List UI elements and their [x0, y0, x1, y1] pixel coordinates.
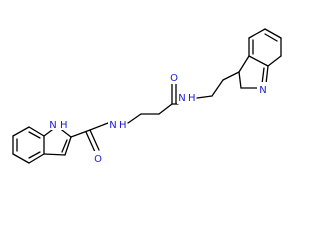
molecule-diagram: N H O N H O N H	[12, 28, 282, 165]
amide-o-atom-right: O	[170, 73, 178, 84]
bond	[85, 131, 96, 153]
bond	[64, 136, 72, 156]
bond	[127, 113, 142, 124]
structure-canvas: N H O N H O N H	[12, 28, 282, 165]
bond	[61, 139, 68, 153]
ethyl-chain	[196, 71, 240, 99]
bond	[89, 122, 109, 131]
bond	[28, 151, 41, 159]
amide-n-atom-left: N	[109, 120, 116, 131]
amide-h-atom-left: H	[119, 120, 127, 131]
bond	[211, 79, 224, 97]
bond	[12, 126, 30, 137]
bond	[28, 131, 41, 139]
bond	[238, 55, 250, 73]
bond	[70, 129, 91, 138]
ring-n-atom-right: N	[259, 85, 266, 96]
bond	[12, 153, 30, 164]
bond	[89, 129, 100, 151]
right-amide-nh-label: N H	[177, 90, 199, 104]
bond	[196, 95, 213, 99]
left-amide-o-label: O	[92, 151, 104, 165]
amide-n-atom-right: N	[178, 93, 185, 104]
left-amide-nh-label: N H	[108, 117, 130, 131]
bond	[267, 55, 282, 67]
bond	[28, 126, 45, 137]
indole-n-atom: N	[49, 120, 56, 131]
bond	[264, 33, 278, 42]
bond	[222, 71, 240, 81]
linker-chain	[127, 83, 179, 124]
indole-h-atom: H	[60, 120, 68, 131]
amide-h-atom-right: H	[188, 93, 196, 104]
bond	[261, 67, 265, 85]
amide-o-atom-left: O	[94, 154, 102, 165]
bond	[265, 65, 269, 85]
left-amide	[70, 122, 109, 153]
right-ring-n-label: N	[257, 82, 269, 96]
right-amide-o-label: O	[168, 70, 180, 84]
bond	[28, 153, 45, 164]
bond	[43, 153, 66, 156]
bond	[248, 55, 269, 67]
right-indole	[238, 28, 282, 89]
bond	[238, 71, 242, 89]
indole-nh-label: N H	[49, 116, 68, 131]
bond	[264, 28, 282, 39]
left-indole	[12, 126, 72, 164]
bond	[248, 28, 266, 39]
bond	[158, 103, 173, 115]
